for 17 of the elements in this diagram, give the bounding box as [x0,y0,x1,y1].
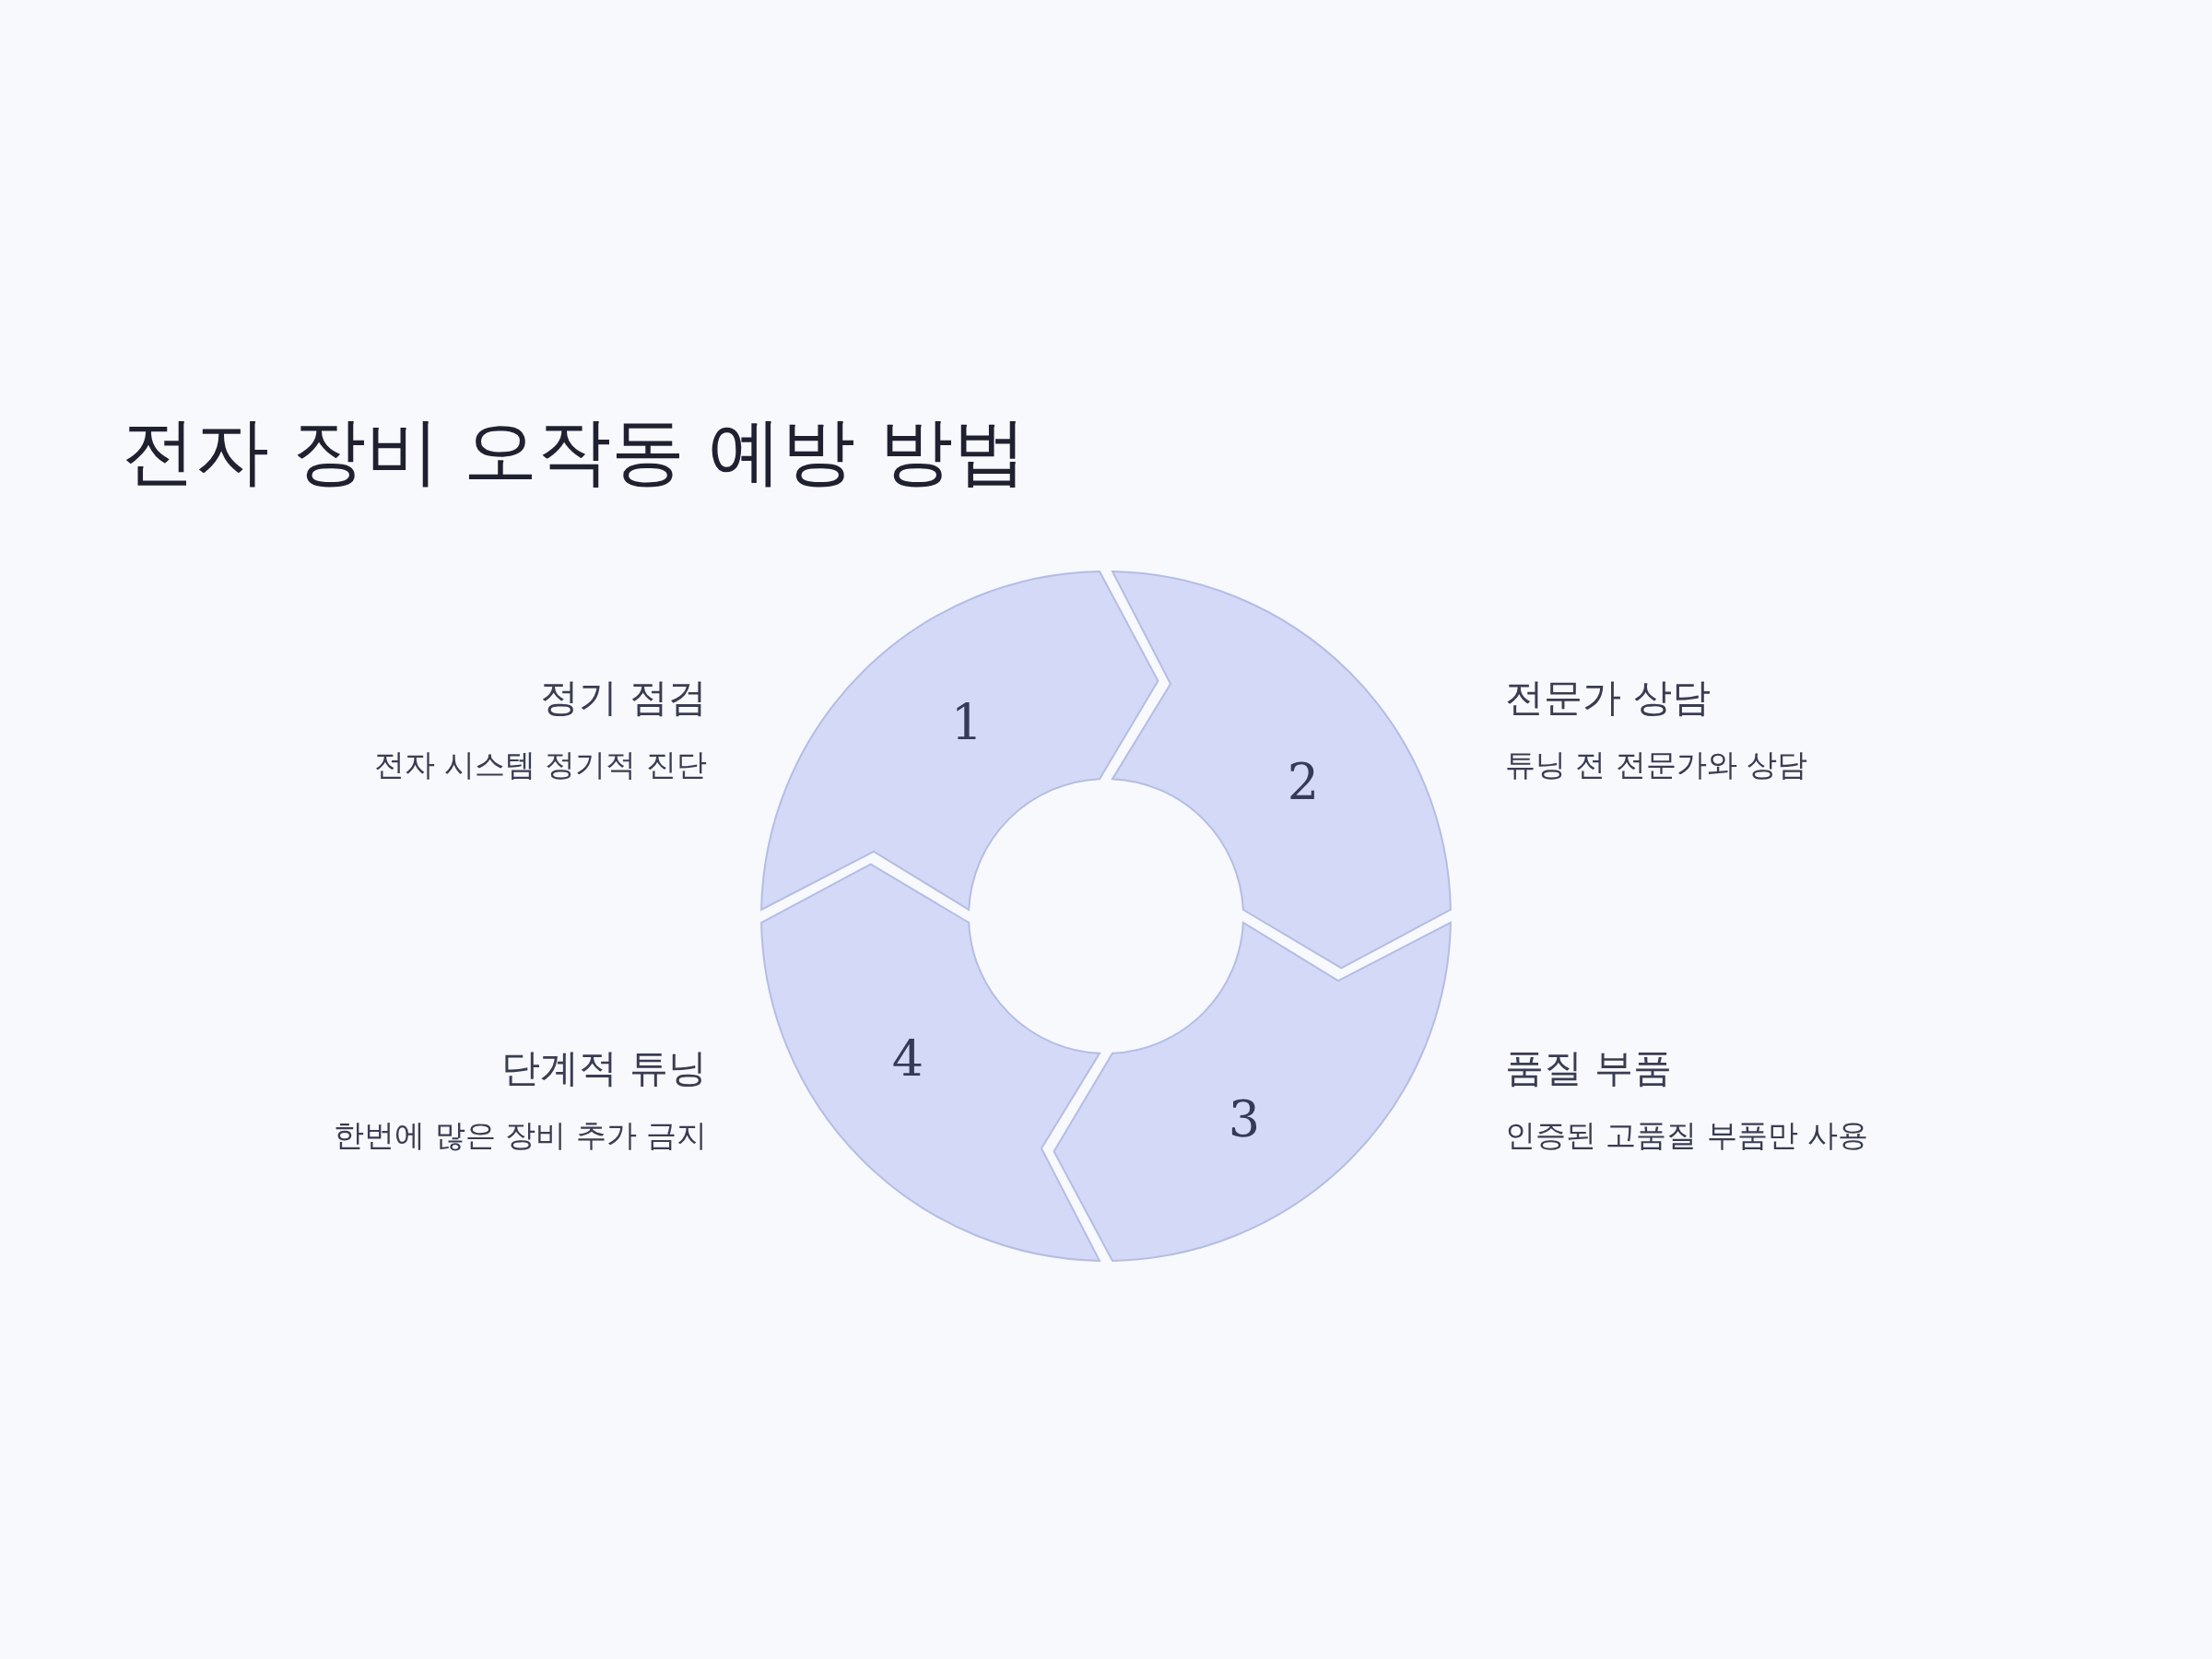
step-description: 전자 시스템 정기적 진단 [373,747,707,783]
step-number: 3 [1228,1089,1261,1148]
step-number: 4 [891,1030,924,1088]
arrow-segment [760,571,1159,911]
step-heading: 단계적 튜닝 [500,1045,707,1091]
step-description: 인증된 고품질 부품만 사용 [1505,1117,1869,1154]
step-number: 1 [950,693,983,752]
arrow-segment [760,863,1100,1262]
step-number: 2 [1287,752,1320,811]
step-heading: 품질 부품 [1505,1045,1673,1091]
arrow-segment [1112,571,1452,970]
title: 전자 장비 오작동 예방 방법 [122,407,1027,496]
step-description: 한번에 많은 장비 추가 금지 [334,1117,707,1154]
step-heading: 전문가 상담 [1505,675,1712,721]
step-description: 튜닝 전 전문가와 상담 [1505,747,1808,783]
arrow-segment [1053,922,1452,1262]
step-heading: 정기 점검 [539,675,707,721]
